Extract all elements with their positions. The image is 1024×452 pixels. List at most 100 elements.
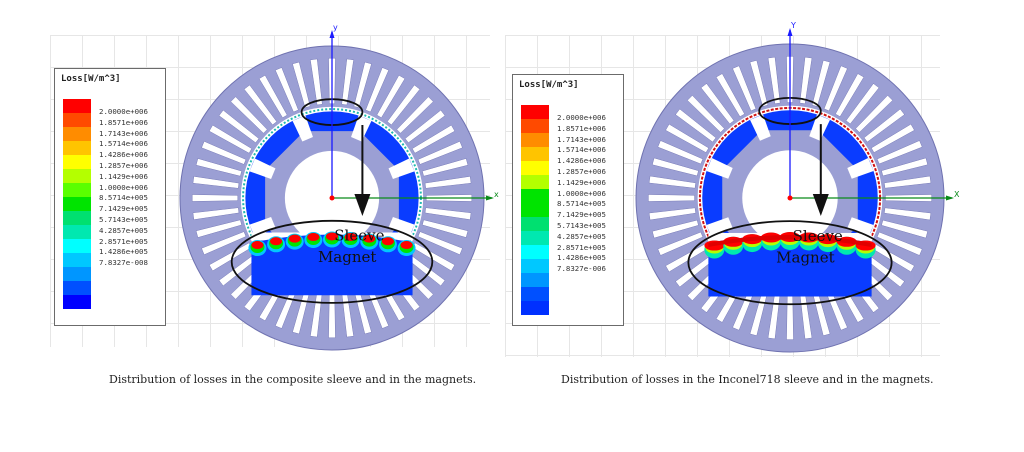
legend-label: 1.4286e+005	[557, 253, 606, 263]
stator-slot	[863, 108, 905, 143]
magnet-block	[251, 234, 413, 296]
legend-label: 2.0000e+006	[557, 113, 606, 122]
stator-slot	[881, 157, 929, 177]
stator-slot	[876, 231, 923, 256]
stator-slot	[353, 61, 372, 108]
legend-swatch	[63, 113, 91, 127]
stator-slot	[811, 59, 831, 107]
stator-slot	[657, 140, 704, 165]
legend-label: 1.2857e+006	[557, 166, 606, 176]
legend-label: 2.0000e+006	[99, 107, 148, 116]
legend-label: 7.8327e-006	[557, 264, 606, 274]
legend-swatch	[63, 127, 91, 141]
legend-swatch	[521, 217, 549, 231]
stator-slot	[881, 219, 929, 239]
legend-label: 8.5714e+005	[99, 193, 148, 203]
legend-label: 1.4286e+006	[557, 156, 606, 166]
stator-slot	[883, 175, 932, 189]
legend-swatch	[521, 301, 549, 315]
legend-swatch	[63, 141, 91, 155]
stator-slot	[258, 74, 288, 119]
stator-slot	[799, 56, 813, 105]
legend-swatch	[63, 253, 91, 267]
legend-swatch	[63, 169, 91, 183]
legend-label: 1.4286e+006	[99, 150, 148, 160]
stator-slot	[665, 123, 710, 153]
legend-title: Loss[W/m^3]	[519, 80, 579, 90]
legend-label: 1.4286e+005	[99, 247, 148, 257]
stator-slot	[651, 219, 699, 239]
legend-label: 4.2857e+005	[99, 225, 148, 235]
stator-slot	[195, 158, 242, 177]
legend-swatch	[63, 197, 91, 211]
legend-title: Loss[W/m^3]	[61, 74, 121, 84]
legend-label: 1.2857e+006	[99, 160, 148, 170]
legend-swatch	[521, 245, 549, 259]
stator-slot	[648, 207, 697, 221]
stator-slot	[230, 96, 268, 134]
figure-caption: Distribution of losses in the Inconel718…	[561, 373, 934, 386]
stator-slot	[274, 67, 299, 113]
stator-slot	[422, 158, 469, 177]
stator-slot	[767, 56, 781, 105]
stator-slot	[243, 84, 278, 126]
legend-swatch	[521, 175, 549, 189]
stator-slot	[835, 73, 865, 118]
stator-slot	[424, 207, 472, 220]
stator-slot	[648, 175, 697, 189]
legend-swatch	[521, 161, 549, 175]
stator-slot	[341, 58, 354, 106]
legend-label: 5.7143e+005	[557, 220, 606, 230]
magnet-label: Magnet	[318, 248, 376, 266]
legend-label: 7.8327e-008	[99, 258, 148, 268]
legend-swatch	[521, 133, 549, 147]
stator-slot	[192, 176, 240, 189]
stator-slot	[292, 61, 311, 108]
stator-slot	[732, 65, 757, 112]
stator-slot	[876, 140, 923, 165]
legend-swatch	[521, 273, 549, 287]
stator-slot	[191, 194, 239, 202]
stator-slot	[310, 58, 323, 106]
sleeve-label: Sleeve	[334, 227, 384, 245]
legend-label: 7.1429e+005	[99, 204, 148, 214]
legend-swatch	[63, 99, 91, 113]
legend-swatch	[521, 231, 549, 245]
legend-label: 1.0000e+006	[99, 182, 148, 192]
legend-color-bar	[63, 99, 91, 309]
legend-swatch	[521, 105, 549, 119]
legend-label: 1.5714e+006	[557, 145, 606, 155]
stator-slot	[870, 123, 915, 153]
stator-slot	[424, 176, 472, 189]
bottom-magnet-highlight	[687, 220, 893, 306]
stator-slot	[715, 73, 745, 118]
legend-swatch	[521, 287, 549, 301]
stator-slot	[396, 96, 434, 134]
legend-label: 7.1429e+005	[557, 210, 606, 220]
stator-slot	[651, 157, 699, 177]
legend-label: 1.7143e+006	[99, 128, 148, 138]
legend-label: 4.2857e+005	[557, 231, 606, 241]
legend-swatch	[521, 147, 549, 161]
stator-slot	[675, 108, 717, 143]
legend-swatch	[63, 225, 91, 239]
stator-slot	[687, 95, 725, 133]
legend-swatch	[63, 281, 91, 295]
origin-marker	[329, 195, 335, 201]
legend-swatch	[521, 189, 549, 203]
stator-slot	[201, 231, 247, 256]
legend-label: 5.7143e+005	[99, 214, 148, 224]
sleeve-label: Sleeve	[793, 227, 843, 245]
legend-label: 2.8571e+005	[557, 242, 606, 252]
stator-slot	[201, 140, 247, 165]
stator-slot	[208, 124, 253, 154]
stator-slot	[386, 84, 421, 126]
stator-slot	[422, 219, 469, 238]
stator-slot	[749, 59, 769, 107]
stator-slot	[823, 65, 848, 112]
